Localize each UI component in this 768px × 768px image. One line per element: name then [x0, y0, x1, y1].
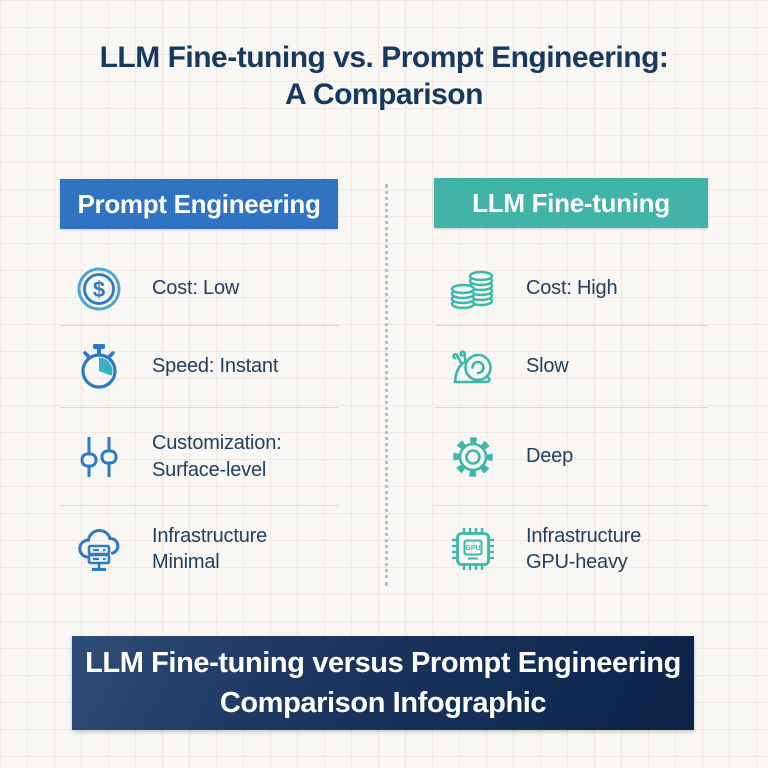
column-header-label: Prompt Engineering [77, 188, 321, 219]
coin-stack-icon [446, 262, 500, 316]
list-item: Infrastructure Minimal [60, 506, 338, 592]
column-divider [385, 184, 388, 586]
prompt-engineering-rows: $ Cost: Low Speed: Instant [60, 252, 338, 592]
footer-line2: Comparison Infographic [219, 687, 547, 719]
row-label: Customization: Surface-level [152, 432, 282, 481]
footer-line1: LLM Fine-tuning versus Prompt Engineerin… [85, 646, 681, 679]
list-item: Cost: High [434, 252, 708, 326]
list-item: Customization: Surface-level [60, 408, 338, 506]
list-item: $ Cost: Low [60, 252, 338, 326]
gpu-chip-icon: GPU [446, 522, 500, 576]
row-label: Infrastructure GPU-heavy [526, 524, 642, 573]
list-item: GPU Infrastructure GPU-heavy [434, 506, 708, 592]
list-item: Deep [434, 408, 708, 506]
column-header-llm-fine-tuning: LLM Fine-tuning [434, 178, 708, 228]
column-header-prompt-engineering: Prompt Engineering [60, 179, 338, 229]
column-header-label: LLM Fine-tuning [472, 187, 670, 218]
page-title: LLM Fine-tuning vs. Prompt Engineering: … [0, 40, 768, 114]
dollar-coin-icon: $ [72, 262, 126, 316]
gear-icon [446, 430, 500, 484]
snail-icon [446, 340, 500, 394]
row-label: Deep [526, 445, 574, 468]
list-item: Slow [434, 326, 708, 408]
row-label: Speed: Instant [152, 355, 279, 378]
svg-text:GPU: GPU [465, 545, 480, 552]
llm-fine-tuning-rows: Cost: High Slow [434, 252, 708, 592]
list-item: Speed: Instant [60, 326, 338, 408]
row-label: Cost: Low [152, 277, 240, 300]
sliders-icon [72, 430, 126, 484]
stopwatch-icon [72, 340, 126, 394]
footer-banner: LLM Fine-tuning versus Prompt Engineerin… [72, 636, 694, 730]
row-label: Slow [526, 355, 569, 378]
cloud-server-icon [72, 522, 126, 576]
row-label: Cost: High [526, 277, 618, 300]
row-label: Infrastructure Minimal [152, 524, 268, 573]
page-title-line1: LLM Fine-tuning vs. Prompt Engineering: [99, 41, 669, 74]
page-title-line2: A Comparison [285, 77, 483, 111]
svg-text:$: $ [93, 277, 105, 302]
